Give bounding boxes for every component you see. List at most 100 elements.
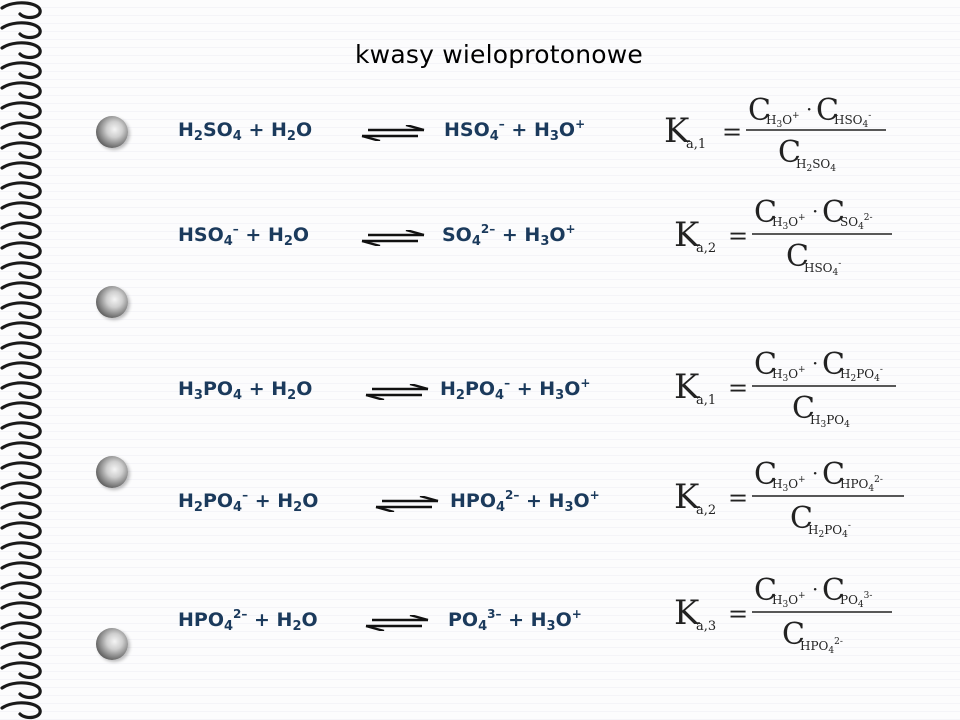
coil-loop <box>0 21 42 40</box>
svg-text:H3O+: H3O+ <box>766 111 800 130</box>
svg-text:K: K <box>674 367 700 407</box>
svg-text:HPO42-: HPO42- <box>840 475 883 494</box>
coil-highlight <box>5 384 37 391</box>
svg-text:=: = <box>728 374 748 402</box>
coil-loop <box>0 261 42 280</box>
coil-loop <box>0 401 42 420</box>
equilibrium-arrow-icon <box>361 230 425 246</box>
coil-loop <box>0 701 42 720</box>
coil-highlight <box>5 184 37 191</box>
coil-highlight <box>5 524 37 531</box>
svg-text:H3O+: H3O+ <box>772 475 806 494</box>
svg-text:K: K <box>674 215 700 255</box>
reaction-1-left: H2SO4 + H2O <box>178 119 313 144</box>
svg-text:C: C <box>782 617 805 652</box>
svg-text:·: · <box>812 577 818 601</box>
svg-text:H2PO4-: H2PO4- <box>840 365 883 384</box>
reaction-4-right: HPO42– + H3O+ <box>450 488 600 515</box>
coil-loop <box>0 441 42 460</box>
svg-text:C: C <box>778 135 801 170</box>
coil-highlight <box>5 424 37 431</box>
svg-text:=: = <box>728 484 748 512</box>
reaction-2-left: HSO4– + H2O <box>178 222 310 249</box>
ka1-sulfuric-expression: K a,1 = C H3O+ · C HSO4- C H2SO4 <box>664 93 886 174</box>
svg-text:C: C <box>748 93 771 128</box>
coil-loop <box>0 481 42 500</box>
svg-text:C: C <box>822 457 845 492</box>
coil-loop <box>0 581 42 600</box>
coil-loop <box>0 641 42 660</box>
svg-text:·: · <box>812 351 818 375</box>
coil-loop <box>0 341 42 360</box>
coil-loop <box>0 201 42 220</box>
svg-text:C: C <box>822 195 845 230</box>
svg-text:K: K <box>674 593 700 633</box>
svg-text:H3PO4: H3PO4 <box>810 413 850 430</box>
svg-text:a,1: a,1 <box>686 137 706 152</box>
coil-loop <box>0 501 42 520</box>
equilibrium-arrow-icon <box>365 384 429 400</box>
svg-text:HSO4-: HSO4- <box>834 111 871 130</box>
coil-highlight <box>5 584 37 591</box>
svg-text:H2PO4-: H2PO4- <box>808 521 851 540</box>
svg-text:=: = <box>728 222 748 250</box>
coil-highlight <box>5 364 37 371</box>
svg-text:C: C <box>754 457 777 492</box>
svg-text:a,2: a,2 <box>696 503 716 518</box>
svg-text:C: C <box>754 347 777 382</box>
svg-text:a,2: a,2 <box>696 241 716 256</box>
coil-highlight <box>5 324 37 331</box>
equilibrium-arrow-icon <box>375 496 439 512</box>
svg-text:·: · <box>812 199 818 223</box>
coil-highlight <box>5 484 37 491</box>
coil-highlight <box>5 604 37 611</box>
coil-highlight <box>5 84 37 91</box>
coil-loop <box>0 41 42 60</box>
coil-highlight <box>5 44 37 51</box>
svg-text:C: C <box>790 501 813 536</box>
reaction-5-left: HPO42– + H2O <box>178 607 318 634</box>
coil-loop <box>0 381 42 400</box>
coil-highlight <box>5 664 37 671</box>
punch-hole <box>96 116 128 148</box>
svg-text:HPO42-: HPO42- <box>800 637 843 656</box>
coil-loop <box>0 601 42 620</box>
svg-text:·: · <box>806 97 812 121</box>
reaction-3-right: H2PO4– + H3O+ <box>440 376 591 403</box>
page-title: kwasy wieloprotonowe <box>355 40 643 69</box>
ka3-phosphoric-expression: K a,3 = C H3O+ · C PO43- C HPO42- <box>674 573 892 656</box>
coil-loop <box>0 101 42 120</box>
svg-text:C: C <box>792 391 815 426</box>
coil-loop <box>0 61 42 80</box>
coil-highlight <box>5 624 37 631</box>
svg-text:C: C <box>816 93 839 128</box>
svg-text:H3O+: H3O+ <box>772 591 806 610</box>
equilibrium-arrow-icon <box>361 125 425 141</box>
coil-loop <box>0 281 42 300</box>
svg-text:a,1: a,1 <box>696 393 716 408</box>
coil-loop <box>0 181 42 200</box>
svg-text:C: C <box>822 347 845 382</box>
svg-text:·: · <box>812 461 818 485</box>
coil-loop <box>0 81 42 100</box>
coil-highlight <box>5 264 37 271</box>
coil-highlight <box>5 164 37 171</box>
coil-highlight <box>5 404 37 411</box>
coil-loop <box>0 621 42 640</box>
svg-text:C: C <box>754 573 777 608</box>
svg-text:C: C <box>754 195 777 230</box>
coil-loop <box>0 541 42 560</box>
reaction-5-right: PO43– + H3O+ <box>448 607 582 634</box>
coil-loop <box>0 681 42 700</box>
svg-text:H3O+: H3O+ <box>772 213 806 232</box>
reaction-1-right: HSO4– + H3O+ <box>444 117 586 144</box>
spiral-binding <box>0 1 42 720</box>
coil-loop <box>0 561 42 580</box>
coil-loop <box>0 421 42 440</box>
coil-highlight <box>5 244 37 251</box>
coil-highlight <box>5 344 37 351</box>
coil-highlight <box>5 124 37 131</box>
coil-highlight <box>5 684 37 691</box>
coil-loop <box>0 161 42 180</box>
